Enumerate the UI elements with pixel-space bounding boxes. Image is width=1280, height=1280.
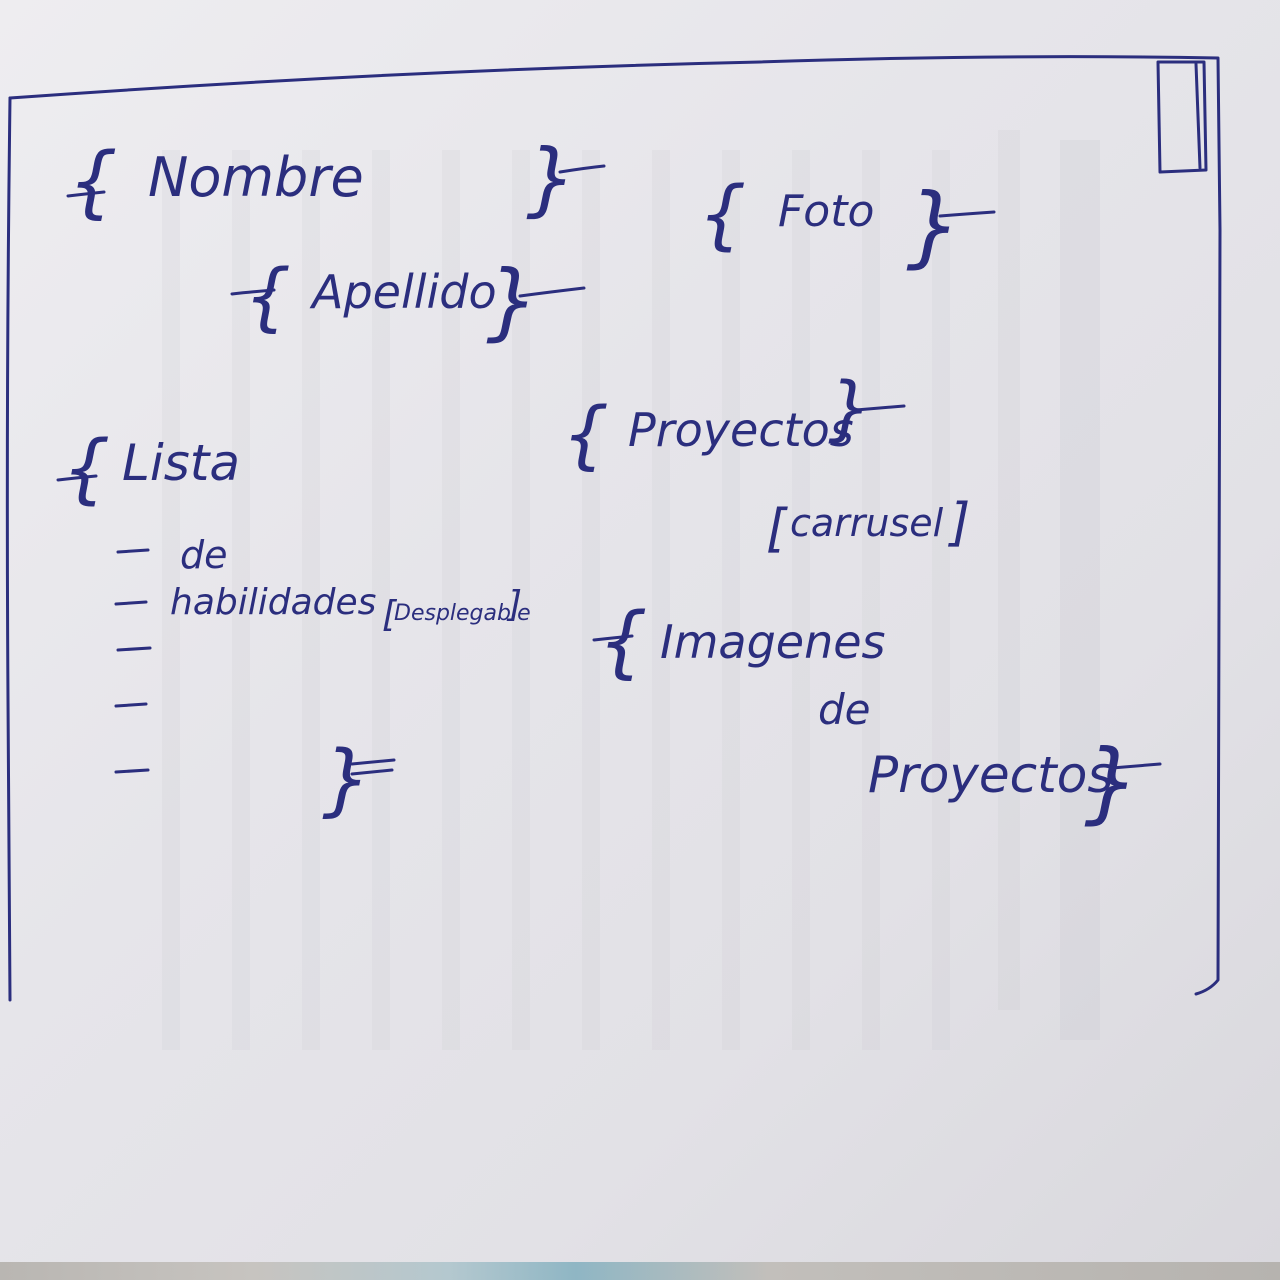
imagenes-label: Imagenes — [660, 615, 886, 669]
bracket-close-carrusel: ] — [948, 493, 970, 553]
list-bullet — [114, 600, 148, 606]
bracket-open-desplegable: [ — [382, 594, 398, 635]
brace-tick — [1110, 762, 1162, 770]
lista-desc-de: de — [180, 533, 228, 577]
lista-desc-habilidades: habilidades — [170, 582, 376, 623]
table-surface — [0, 1262, 1280, 1280]
lista-label: Lista — [122, 434, 240, 492]
brace-open-imagenes: { — [598, 597, 648, 687]
foto-label: Foto — [778, 186, 874, 237]
brace-open-nombre: { — [68, 137, 118, 227]
brace-tick — [350, 768, 394, 776]
brace-close-foto: } — [906, 174, 962, 277]
page-frame — [8, 55, 1222, 996]
imagenes-proyectos-label: Proyectos — [868, 746, 1113, 804]
brace-open-lista: { — [62, 423, 110, 512]
brace-open-proyectos: { — [562, 392, 609, 478]
bracket-close-desplegable: ] — [506, 584, 522, 625]
apellido-label: Apellido — [309, 265, 497, 319]
brace-open-foto: { — [698, 169, 746, 258]
corner-box — [1156, 60, 1208, 174]
brace-close-nombre: } — [526, 132, 577, 225]
nombre-label: Nombre — [148, 146, 364, 209]
brace-tick — [854, 404, 906, 412]
brace-close-imagenes: } — [1084, 730, 1140, 833]
brace-open-apellido: { — [244, 254, 291, 340]
brace-tick — [938, 210, 996, 218]
list-bullet — [116, 548, 150, 554]
brace-tick — [558, 164, 606, 174]
corner-box-line — [1194, 62, 1202, 170]
list-bullet — [114, 702, 148, 708]
bracket-open-carrusel: [ — [766, 499, 788, 559]
brace-tick — [56, 474, 98, 482]
brace-tick — [230, 288, 276, 296]
list-bullet — [116, 646, 152, 652]
list-bullet — [114, 768, 150, 774]
brace-tick — [592, 634, 634, 642]
brace-close-apellido: } — [486, 252, 539, 350]
carrusel-label: carrusel — [790, 501, 944, 545]
brace-tick — [518, 286, 586, 298]
brace-tick — [66, 190, 106, 198]
brace-tick — [350, 758, 396, 766]
brace-close-lista: } — [322, 735, 372, 825]
imagenes-de-label: de — [818, 685, 871, 734]
page-frame-left — [5, 96, 12, 1002]
bleed-through-text — [162, 130, 1100, 1050]
proyectos-label: Proyectos — [628, 403, 854, 457]
desplegable-label: Desplegable — [394, 601, 531, 626]
